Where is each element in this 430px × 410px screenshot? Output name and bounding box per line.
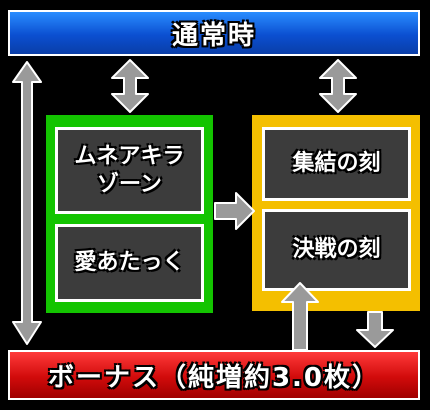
double-arrow-top-green-icon	[111, 59, 149, 113]
normal-state-label: 通常時	[171, 20, 256, 51]
bonus-label: ボーナス（純増約3.0枚）	[47, 362, 381, 393]
double-arrow-top-yellow-icon	[319, 59, 357, 113]
muneakira-zone-label: ムネアキラ ゾーン	[74, 144, 185, 197]
ai-attack-label: 愛あたっく	[74, 250, 185, 276]
arrow-up-icon	[281, 282, 319, 351]
kessen-box: 決戦の刻	[262, 209, 411, 291]
shuketsu-label: 集結の刻	[292, 151, 381, 177]
kessen-label: 決戦の刻	[292, 237, 381, 263]
normal-state-bar: 通常時	[8, 10, 420, 56]
double-arrow-left-icon	[12, 61, 42, 345]
muneakira-zone-box: ムネアキラ ゾーン	[55, 127, 204, 214]
left-group-panel: ムネアキラ ゾーン 愛あたっく	[46, 115, 213, 313]
bonus-bar: ボーナス（純増約3.0枚）	[8, 350, 420, 400]
arrow-down-icon	[356, 311, 394, 348]
ai-attack-box: 愛あたっく	[55, 224, 204, 302]
shuketsu-box: 集結の刻	[262, 127, 411, 201]
arrow-right-icon	[214, 192, 255, 230]
right-group-panel: 集結の刻 決戦の刻	[252, 115, 420, 311]
